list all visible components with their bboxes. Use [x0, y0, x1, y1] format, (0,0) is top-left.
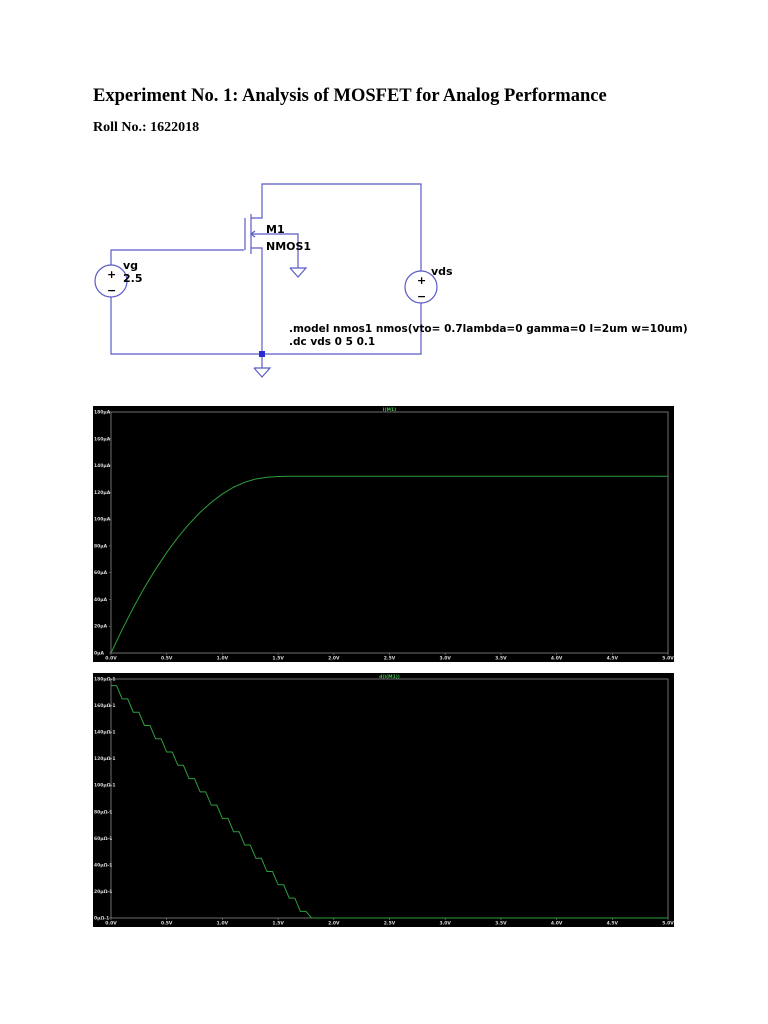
x-tick-label: 5.0V — [662, 656, 674, 662]
y-tick-label: 0µA — [94, 651, 104, 657]
plot-title: d(I(M1)) — [379, 674, 400, 680]
y-tick-label: 40µΩ-1 — [94, 862, 112, 868]
x-tick-label: 2.0V — [328, 656, 340, 662]
x-tick-label: 0.0V — [105, 656, 117, 662]
x-tick-label: 4.5V — [607, 921, 619, 927]
mosfet-body — [251, 233, 299, 268]
vds-label: vds — [431, 265, 453, 278]
y-tick-label: 160µA — [94, 436, 111, 442]
x-tick-label: 0.5V — [161, 656, 173, 662]
node-dot — [259, 351, 265, 357]
plot-transconductance-svg: d(I(M1)) 0µΩ-1 20µΩ-1 40µΩ-1 60µΩ-1 80µΩ-1 100… — [93, 673, 674, 927]
x-tick-label: 1.5V — [272, 656, 284, 662]
plot-transconductance: d(I(M1)) 0µΩ-1 20µΩ-1 40µΩ-1 60µΩ-1 80µΩ-1 100… — [93, 673, 674, 927]
circuit-schematic: + − + − vg 2.5 vds M1 NMOS1 .model nmos1… — [93, 172, 688, 390]
ground-symbol-body — [289, 267, 308, 278]
x-tick-label: 4.0V — [551, 921, 563, 927]
wire-gate — [110, 249, 244, 265]
vg-value: 2.5 — [123, 272, 143, 285]
plot-drain-current-svg: I(M1) 0µA 20µA 40µA 60µA 80µA 100µA 120µA 140µA 1… — [93, 406, 674, 662]
ground-symbol-main — [253, 367, 272, 378]
schematic-background — [93, 172, 673, 390]
series-line — [111, 685, 668, 919]
y-tick-label: 180µA — [94, 410, 111, 416]
document-title: Experiment No. 1: Analysis of MOSFET for… — [93, 86, 607, 106]
wire-right — [262, 303, 422, 355]
dc-directive: .dc vds 0 5 0.1 — [289, 336, 375, 348]
vg-plus: + — [107, 268, 116, 281]
plot-title: I(M1) — [383, 407, 396, 413]
x-tick-label: 0.0V — [105, 921, 117, 927]
y-tick-label: 160µΩ-1 — [94, 703, 116, 709]
plot-drain-current: I(M1) 0µA 20µA 40µA 60µA 80µA 100µA 120µA 140µA 1… — [93, 406, 674, 662]
x-tick-label: 3.0V — [439, 656, 451, 662]
m1-model: NMOS1 — [266, 240, 311, 253]
x-tick-label: 2.5V — [384, 656, 396, 662]
vds-minus: − — [417, 290, 426, 303]
y-tick-label: 60µΩ-1 — [94, 836, 112, 842]
x-tick-label: 2.0V — [328, 921, 340, 927]
m1-label: M1 — [266, 223, 285, 236]
plot-background — [93, 673, 674, 927]
y-tick-label: 100µΩ-1 — [94, 783, 116, 789]
roll-number: Roll No.: 1622018 — [93, 120, 200, 135]
y-tick-label: 20µA — [94, 624, 108, 630]
vds-plus: + — [417, 274, 426, 287]
x-tick-label: 3.5V — [495, 921, 507, 927]
y-tick-label: 140µΩ-1 — [94, 730, 116, 736]
vg-label: vg — [123, 259, 138, 272]
y-tick-label: 180µΩ-1 — [94, 677, 116, 683]
wire-bottom-left — [110, 297, 262, 355]
x-tick-label: 0.5V — [161, 921, 173, 927]
x-tick-label: 4.5V — [607, 656, 619, 662]
model-directive: .model nmos1 nmos(vto= 0.7lambda=0 gamma… — [289, 323, 688, 335]
vg-minus: − — [107, 284, 116, 297]
y-tick-label: 0µΩ-1 — [94, 916, 109, 922]
mosfet-drain — [251, 212, 263, 219]
mosfet-arrow — [250, 230, 256, 238]
y-tick-label: 80µΩ-1 — [94, 809, 112, 815]
wire-top — [261, 183, 422, 271]
plot-background — [93, 406, 674, 662]
y-tick-label: 140µA — [94, 463, 111, 469]
y-tick-label: 120µA — [94, 490, 111, 496]
y-tick-label: 100µA — [94, 517, 111, 523]
x-tick-label: 4.0V — [551, 656, 563, 662]
mosfet-source — [251, 247, 263, 354]
y-tick-label: 80µA — [94, 543, 108, 549]
y-tick-label: 120µΩ-1 — [94, 756, 116, 762]
x-tick-label: 3.0V — [439, 921, 451, 927]
y-tick-label: 60µA — [94, 570, 108, 576]
x-tick-label: 2.5V — [384, 921, 396, 927]
x-tick-label: 1.5V — [272, 921, 284, 927]
x-tick-label: 1.0V — [217, 656, 229, 662]
x-tick-label: 5.0V — [662, 921, 674, 927]
y-tick-label: 20µΩ-1 — [94, 889, 112, 895]
x-tick-label: 3.5V — [495, 656, 507, 662]
series-line — [110, 475, 668, 654]
x-tick-label: 1.0V — [217, 921, 229, 927]
y-tick-label: 40µA — [94, 597, 108, 603]
